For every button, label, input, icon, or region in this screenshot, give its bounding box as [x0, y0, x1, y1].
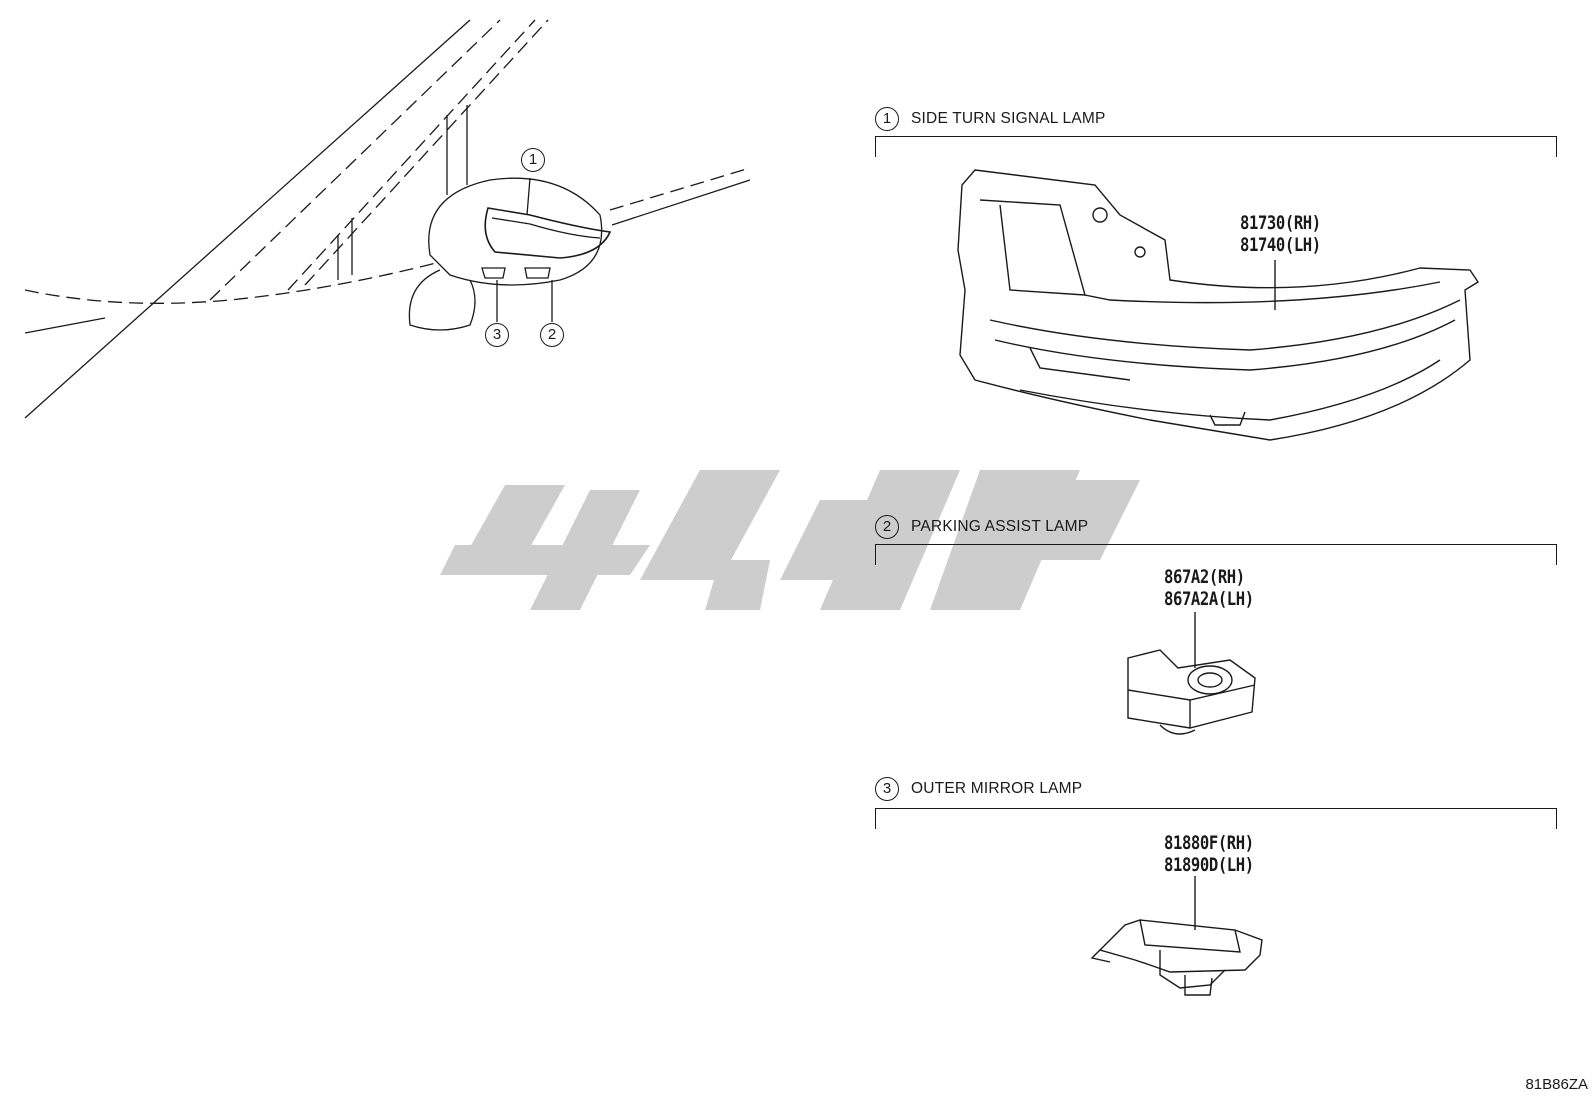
- part-number-81740[interactable]: 81740(LH): [1240, 234, 1321, 256]
- overview-callout-2[interactable]: 2: [540, 323, 564, 347]
- side-turn-signal-lamp-illustration: [957, 169, 1479, 441]
- section-number: 2: [875, 515, 899, 539]
- section-header: 1 SIDE TURN SIGNAL LAMP: [875, 106, 1106, 132]
- part-number-81890d[interactable]: 81890D(LH): [1164, 854, 1254, 876]
- overview-vehicle-outline: [24, 19, 751, 419]
- section-bracket: [875, 544, 1557, 565]
- part-number-867a2[interactable]: 867A2(RH): [1164, 566, 1245, 588]
- overview-callout-3[interactable]: 3: [485, 323, 509, 347]
- drawing-code: 81B86ZA: [1525, 1076, 1588, 1093]
- section-bracket: [875, 808, 1557, 829]
- part-number-81880f[interactable]: 81880F(RH): [1164, 832, 1254, 854]
- section-title: SIDE TURN SIGNAL LAMP: [911, 110, 1106, 127]
- section-bracket: [875, 136, 1557, 157]
- outer-mirror-lamp-illustration: [1090, 876, 1263, 996]
- part-number-867a2a[interactable]: 867A2A(LH): [1164, 588, 1254, 610]
- watermark-logo: [440, 470, 1140, 610]
- section-number: 1: [875, 107, 899, 131]
- part-number-81730[interactable]: 81730(RH): [1240, 212, 1321, 234]
- section-number: 3: [875, 777, 899, 801]
- parking-assist-lamp-illustration: [1127, 612, 1256, 735]
- overview-callout-1[interactable]: 1: [521, 148, 545, 172]
- section-header: 3 OUTER MIRROR LAMP: [875, 776, 1082, 802]
- section-header: 2 PARKING ASSIST LAMP: [875, 514, 1088, 540]
- section-title: OUTER MIRROR LAMP: [911, 780, 1083, 797]
- section-title: PARKING ASSIST LAMP: [911, 518, 1089, 535]
